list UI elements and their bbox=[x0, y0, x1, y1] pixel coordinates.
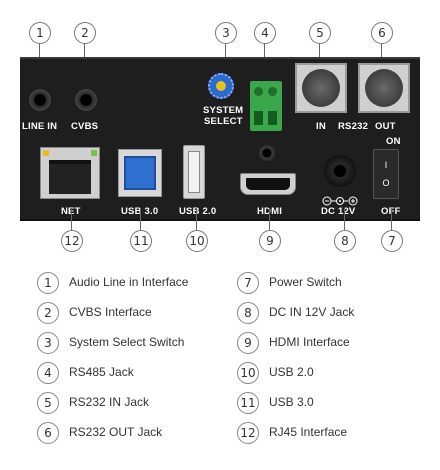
line-in-label: LINE IN bbox=[22, 121, 58, 132]
callout-6: 6 bbox=[371, 22, 393, 44]
callout-11: 11 bbox=[130, 230, 152, 252]
rotary-dial bbox=[216, 81, 226, 91]
rs232-label: RS232 bbox=[338, 121, 369, 132]
leader-line-8 bbox=[344, 208, 345, 230]
aux-round-jack bbox=[259, 145, 275, 161]
legend-number: 5 bbox=[37, 392, 59, 414]
power-off-label: OFF bbox=[381, 206, 401, 217]
legend-label: HDMI Interface bbox=[269, 335, 350, 349]
callout-1: 1 bbox=[29, 22, 51, 44]
legend-number: 8 bbox=[237, 302, 259, 324]
power-on-label: ON bbox=[386, 136, 401, 147]
legend-number: 11 bbox=[237, 392, 259, 414]
cvbs-label: CVBS bbox=[71, 121, 99, 132]
rs485-socket-1 bbox=[254, 111, 263, 125]
legend-label: CVBS Interface bbox=[69, 305, 152, 319]
system-select-label-line1: SYSTEM bbox=[203, 105, 244, 116]
usb2-label: USB 2.0 bbox=[179, 206, 217, 217]
legend-label: RS232 IN Jack bbox=[69, 395, 150, 409]
legend-label: USB 3.0 bbox=[269, 395, 314, 409]
callout-9: 9 bbox=[259, 230, 281, 252]
legend-number: 4 bbox=[37, 362, 59, 384]
rj45-led-left bbox=[43, 150, 49, 156]
leader-line-9 bbox=[269, 208, 270, 230]
rs232-in-port bbox=[295, 63, 347, 113]
rs232-in-label: IN bbox=[316, 121, 326, 132]
power-switch: I O bbox=[373, 149, 399, 199]
rs232-out-label: OUT bbox=[375, 121, 396, 132]
leader-line-11 bbox=[140, 208, 141, 230]
rj45-port bbox=[40, 147, 100, 199]
callout-3: 3 bbox=[215, 22, 237, 44]
legend-number: 7 bbox=[237, 272, 259, 294]
usb2-socket bbox=[188, 151, 200, 193]
net-label: NET bbox=[61, 206, 81, 217]
usb3-port bbox=[118, 149, 162, 197]
rs485-screw-2 bbox=[268, 87, 277, 96]
dc12v-label: DC 12V bbox=[321, 206, 356, 217]
rs485-socket-2 bbox=[268, 111, 277, 125]
legend-number: 12 bbox=[237, 422, 259, 444]
callout-8: 8 bbox=[334, 230, 356, 252]
legend-number: 2 bbox=[37, 302, 59, 324]
leader-line-5 bbox=[319, 44, 320, 66]
system-select-label-line2: SELECT bbox=[204, 116, 243, 127]
usb3-socket bbox=[124, 156, 156, 190]
rj45-socket bbox=[49, 160, 91, 194]
dc-polarity-symbol bbox=[322, 193, 358, 206]
line-in-jack bbox=[29, 89, 51, 111]
rs232-out-socket bbox=[365, 69, 403, 107]
legend-number: 3 bbox=[37, 332, 59, 354]
callout-4: 4 bbox=[254, 22, 276, 44]
power-switch-on-mark: I bbox=[384, 160, 388, 170]
callout-5: 5 bbox=[309, 22, 331, 44]
legend-number: 9 bbox=[237, 332, 259, 354]
rs485-screw-1 bbox=[254, 87, 263, 96]
legend-number: 6 bbox=[37, 422, 59, 444]
legend-label: Power Switch bbox=[269, 275, 342, 289]
usb2-port bbox=[183, 145, 205, 199]
legend-label: USB 2.0 bbox=[269, 365, 314, 379]
legend-label: RJ45 Interface bbox=[269, 425, 348, 439]
legend-label: Audio Line in Interface bbox=[69, 275, 189, 289]
hdmi-socket bbox=[246, 178, 290, 190]
rear-panel: LINE IN CVBS SYSTEM SELECT IN RS232 OUT … bbox=[20, 57, 420, 221]
leader-line-7 bbox=[391, 208, 392, 230]
legend-label: RS232 OUT Jack bbox=[69, 425, 163, 439]
cvbs-jack bbox=[75, 89, 97, 111]
leader-line-12 bbox=[71, 208, 72, 230]
usb3-label: USB 3.0 bbox=[121, 206, 159, 217]
hdmi-port bbox=[240, 173, 296, 195]
leader-line-10 bbox=[196, 208, 197, 230]
system-select-switch bbox=[208, 73, 234, 99]
callout-12: 12 bbox=[61, 230, 83, 252]
leader-line-6 bbox=[381, 44, 382, 66]
callout-10: 10 bbox=[186, 230, 208, 252]
legend-label: RS485 Jack bbox=[69, 365, 134, 379]
rs232-in-socket bbox=[302, 69, 340, 107]
dc-in-jack bbox=[324, 155, 356, 187]
legend-number: 10 bbox=[237, 362, 259, 384]
legend-label: System Select Switch bbox=[69, 335, 185, 349]
legend-number: 1 bbox=[37, 272, 59, 294]
rs485-terminal-block bbox=[250, 81, 282, 131]
callout-7: 7 bbox=[381, 230, 403, 252]
rj45-led-right bbox=[91, 150, 97, 156]
rs232-out-port bbox=[358, 63, 410, 113]
legend-label: DC IN 12V Jack bbox=[269, 305, 355, 319]
callout-2: 2 bbox=[74, 22, 96, 44]
power-switch-off-mark: O bbox=[382, 178, 390, 188]
